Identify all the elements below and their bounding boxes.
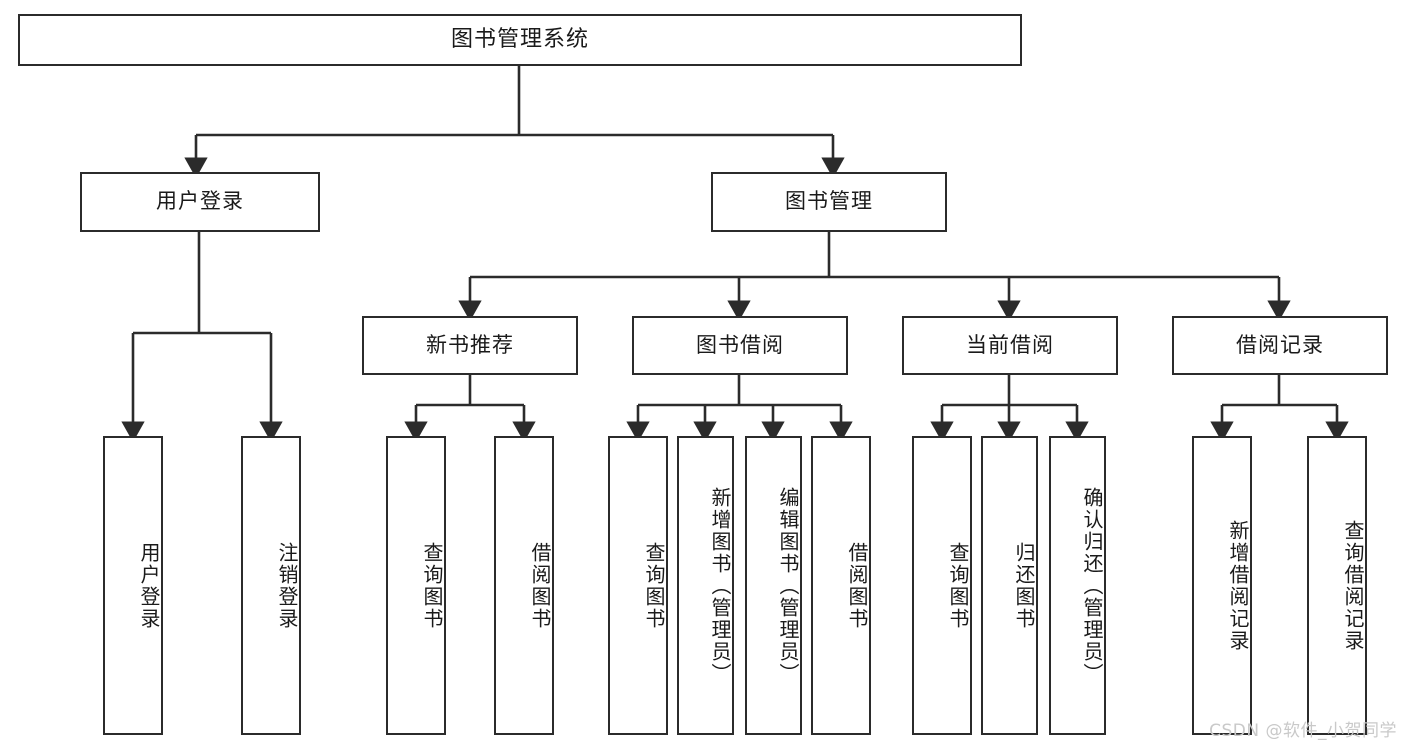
node-new-book-recommend[interactable]: 新书推荐 <box>362 316 578 375</box>
node-leaf-edit-book[interactable]: 编辑图书（管理员） <box>745 436 802 735</box>
node-book-borrow[interactable]: 图书借阅 <box>632 316 848 375</box>
node-leaf-query-book-1[interactable]: 查询图书 <box>386 436 446 735</box>
node-leaf-user-login-label: 用户登录 <box>137 541 161 630</box>
node-leaf-query-book-3-label: 查询图书 <box>946 541 970 630</box>
node-root[interactable]: 图书管理系统 <box>18 14 1022 66</box>
node-leaf-query-record-label: 查询借阅记录 <box>1341 519 1365 652</box>
node-leaf-borrow-book-1-label: 借阅图书 <box>528 541 552 630</box>
node-leaf-logout-login[interactable]: 注销登录 <box>241 436 301 735</box>
node-leaf-borrow-book-2[interactable]: 借阅图书 <box>811 436 871 735</box>
node-borrow-record[interactable]: 借阅记录 <box>1172 316 1388 375</box>
node-leaf-borrow-book-2-label: 借阅图书 <box>845 541 869 630</box>
node-leaf-query-book-3[interactable]: 查询图书 <box>912 436 972 735</box>
node-leaf-user-login[interactable]: 用户登录 <box>103 436 163 735</box>
node-current-borrow[interactable]: 当前借阅 <box>902 316 1118 375</box>
node-leaf-return-book-label: 归还图书 <box>1012 541 1036 630</box>
node-leaf-add-record-label: 新增借阅记录 <box>1226 519 1250 652</box>
node-new-book-recommend-label: 新书推荐 <box>426 332 514 357</box>
node-leaf-borrow-book-1[interactable]: 借阅图书 <box>494 436 554 735</box>
node-book-manage-label: 图书管理 <box>785 189 873 214</box>
node-leaf-logout-login-label: 注销登录 <box>275 541 299 630</box>
node-leaf-query-record[interactable]: 查询借阅记录 <box>1307 436 1367 735</box>
node-book-manage[interactable]: 图书管理 <box>711 172 947 232</box>
node-leaf-edit-book-label: 编辑图书（管理员） <box>776 486 800 685</box>
node-leaf-confirm-return[interactable]: 确认归还（管理员） <box>1049 436 1106 735</box>
node-current-borrow-label: 当前借阅 <box>966 332 1054 357</box>
node-leaf-add-book[interactable]: 新增图书（管理员） <box>677 436 734 735</box>
node-leaf-confirm-return-label: 确认归还（管理员） <box>1080 486 1104 685</box>
node-leaf-return-book[interactable]: 归还图书 <box>981 436 1038 735</box>
node-borrow-record-label: 借阅记录 <box>1236 332 1324 357</box>
watermark-text: CSDN @软件_小贺同学 <box>1209 721 1397 741</box>
node-user-login-label: 用户登录 <box>156 189 244 214</box>
node-book-borrow-label: 图书借阅 <box>696 332 784 357</box>
node-leaf-add-book-label: 新增图书（管理员） <box>708 486 732 685</box>
node-leaf-query-book-1-label: 查询图书 <box>420 541 444 630</box>
node-leaf-query-book-2[interactable]: 查询图书 <box>608 436 668 735</box>
node-leaf-query-book-2-label: 查询图书 <box>642 541 666 630</box>
node-user-login[interactable]: 用户登录 <box>80 172 320 232</box>
node-root-label: 图书管理系统 <box>450 26 589 52</box>
node-leaf-add-record[interactable]: 新增借阅记录 <box>1192 436 1252 735</box>
